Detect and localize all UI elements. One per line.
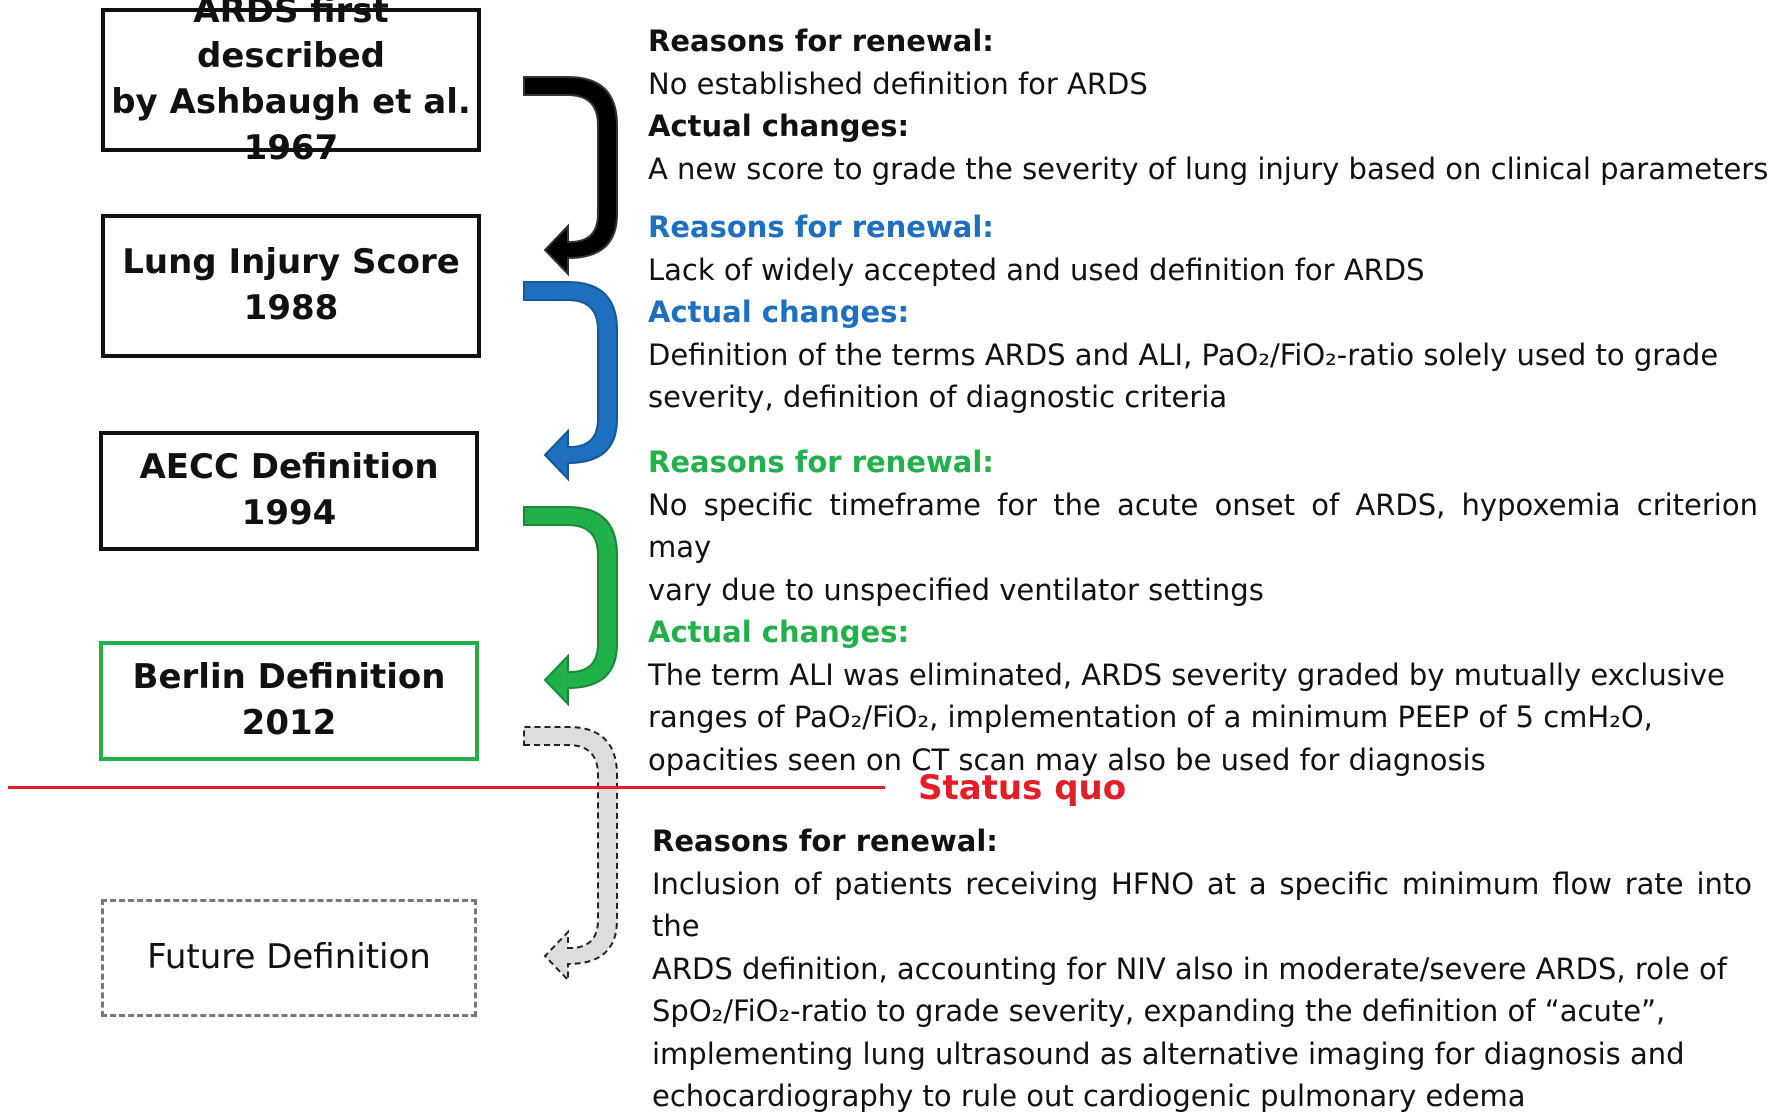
changes-text: severity, definition of diagnostic crite… — [648, 380, 1228, 414]
reasons-text: Inclusion of patients receiving HFNO at … — [652, 866, 1752, 944]
reasons-text: ARDS definition, accounting for NIV also… — [652, 951, 1727, 986]
milestone-box-future: Future Definition — [101, 899, 477, 1017]
reasons-text: echocardiography to rule out cardiogenic… — [652, 1079, 1526, 1113]
reasons-text: No specific timeframe for the acute onse… — [648, 487, 1758, 565]
milestone-year: 1994 — [241, 493, 337, 533]
milestone-label: Future Definition — [147, 937, 431, 978]
reasons-text: implementing lung ultrasound as alternat… — [652, 1036, 1685, 1071]
transition-panel-4: Reasons for renewal: Inclusion of patien… — [652, 820, 1752, 1118]
reasons-heading: Reasons for renewal: — [648, 445, 994, 479]
reasons-heading: Reasons for renewal: — [648, 210, 994, 244]
milestone-box-1988: Lung Injury Score 1988 — [101, 214, 481, 358]
milestone-label: Lung Injury Score — [122, 242, 460, 283]
milestone-label: AECC Definition — [139, 447, 439, 488]
status-quo-label: Status quo — [918, 768, 1127, 808]
milestone-label: by Ashbaugh et al. — [111, 82, 471, 122]
reasons-text: vary due to unspecified ventilator setti… — [648, 572, 1264, 607]
changes-heading: Actual changes: — [648, 615, 910, 649]
changes-text: ranges of PaO₂/FiO₂, implementation of a… — [648, 700, 1653, 734]
reasons-heading: Reasons for renewal: — [648, 24, 994, 58]
milestone-label: Berlin Definition — [132, 657, 446, 698]
reasons-text: Lack of widely accepted and used definit… — [648, 252, 1425, 287]
milestone-year: 2012 — [241, 703, 337, 743]
transition-panel-2: Reasons for renewal: Lack of widely acce… — [648, 206, 1748, 419]
milestone-year: 1988 — [243, 288, 339, 328]
changes-text: opacities seen on CT scan may also be us… — [648, 742, 1486, 777]
transition-arrow-green — [523, 506, 618, 707]
transition-arrow-future — [523, 726, 618, 983]
milestone-label: ARDS first described — [193, 0, 389, 77]
transition-panel-3: Reasons for renewal: No specific timefra… — [648, 441, 1758, 781]
changes-text: Definition of the terms ARDS and ALI, Pa… — [648, 337, 1719, 372]
reasons-text: SpO₂/FiO₂-ratio to grade severity, expan… — [652, 994, 1666, 1028]
reasons-text: No established definition for ARDS — [648, 66, 1148, 101]
transition-arrows — [523, 76, 618, 983]
reasons-heading: Reasons for renewal: — [652, 824, 998, 858]
milestone-box-1994: AECC Definition 1994 — [99, 431, 479, 551]
changes-text: The term ALI was eliminated, ARDS severi… — [648, 657, 1725, 692]
changes-heading: Actual changes: — [648, 295, 910, 329]
milestone-box-2012: Berlin Definition 2012 — [99, 641, 479, 761]
transition-panel-1: Reasons for renewal: No established defi… — [648, 20, 1769, 190]
changes-heading: Actual changes: — [648, 109, 910, 143]
changes-text: A new score to grade the severity of lun… — [648, 151, 1769, 186]
milestone-box-1967: ARDS first described by Ashbaugh et al. … — [101, 0, 481, 168]
milestone-year: 1967 — [243, 127, 339, 168]
transition-arrow-blue — [523, 281, 618, 482]
transition-arrow-black — [523, 76, 618, 277]
status-quo-line — [8, 786, 885, 789]
